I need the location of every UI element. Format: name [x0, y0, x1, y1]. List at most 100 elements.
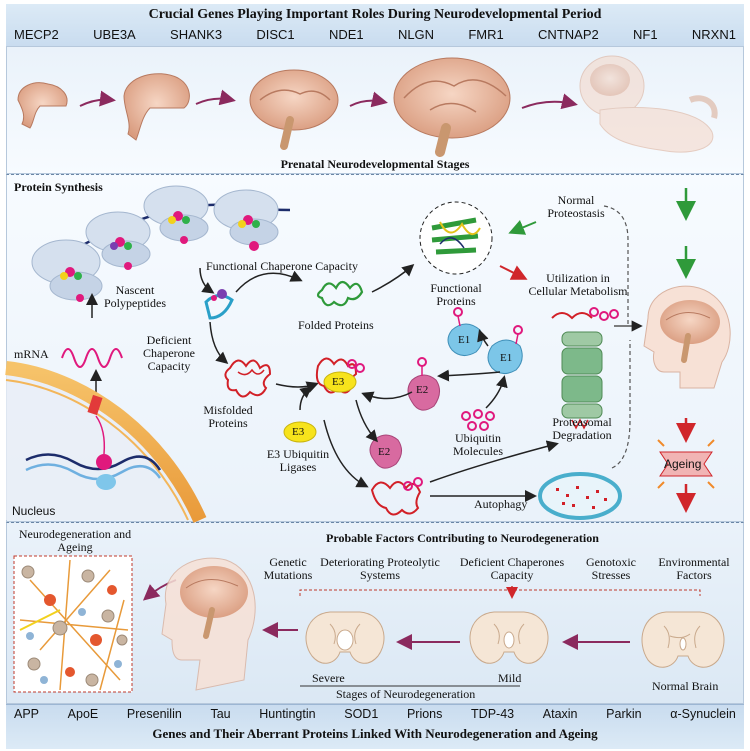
functional-proteins-label: Functional Proteins: [430, 281, 482, 308]
misfolded-protein: [224, 359, 272, 398]
factors-title: Probable Factors Contributing to Neurode…: [326, 531, 599, 545]
factor-item: Environmental Factors: [658, 555, 730, 582]
gene-label: SOD1: [344, 707, 379, 721]
gene-label: Prions: [406, 707, 443, 721]
head-icon: [643, 285, 731, 389]
e1-protein-top: [447, 307, 483, 356]
gene-label: APP: [14, 707, 40, 721]
arrow: [361, 391, 413, 403]
mrna-wave: [61, 348, 123, 368]
proteasomal-label: Proteasomal Degradation: [552, 415, 612, 442]
bottom-title: Genes and Their Aberrant Proteins Linked…: [152, 726, 598, 741]
folded-proteins-label: Folded Proteins: [298, 318, 374, 332]
functional-protein: [419, 201, 493, 275]
ubiquitin-label: Ubiquitin Molecules: [453, 431, 503, 458]
elderly-head: [161, 557, 256, 691]
arrow: [485, 375, 508, 409]
prenatal-caption: Prenatal Neurodevelopmental Stages: [280, 157, 470, 171]
brain-section-normal: [641, 611, 725, 668]
bottom-gene-list: APP ApoE Presenilin Tau Huntingtin SOD1 …: [6, 707, 744, 721]
e3-ligase: [283, 421, 317, 443]
arrow: [275, 381, 319, 393]
severe-label: Severe: [312, 671, 345, 685]
factor-item: Deficient Chaperones Capacity: [459, 555, 565, 582]
arrow: [355, 399, 378, 443]
e3-tag: E3: [332, 376, 345, 388]
e3-complex: [315, 357, 365, 394]
factor-item: Genotoxic Stresses: [586, 555, 636, 582]
normal-proteostasis-label: Normal Proteostasis: [547, 193, 605, 220]
top-title: Crucial Genes Playing Important Roles Du…: [148, 7, 602, 22]
e2-tag: E2: [416, 384, 429, 396]
e3-tag: E3: [292, 426, 305, 438]
prenatal-stage-1: [17, 82, 68, 129]
ubiquitin-molecules: [461, 409, 495, 431]
top-band: Crucial Genes Playing Important Roles Du…: [6, 4, 744, 47]
prenatal-stage-3: [249, 69, 339, 150]
gene-label: DISC1: [256, 27, 295, 42]
stage-arrow: [521, 93, 578, 110]
ribosome-3: [143, 185, 209, 244]
autophagy-label: Autophagy: [474, 497, 528, 511]
gene-label: NRXN1: [691, 27, 736, 42]
autophagosome: [538, 472, 622, 520]
gene-label: NF1: [633, 27, 658, 42]
stages-label: Stages of Neurodegeneration: [336, 687, 476, 701]
prenatal-stage-2: [123, 73, 190, 141]
neuron-network: [13, 555, 133, 693]
chaperone-complex: [204, 289, 234, 320]
factor-item: Deteriorating Proteolytic Systems: [320, 555, 440, 582]
gene-label: FMR1: [468, 27, 504, 42]
deficient-chaperone-label: Deficient Chaperone Capacity: [143, 333, 195, 373]
prenatal-stage-4: [393, 57, 511, 157]
e2-tag: E2: [378, 446, 391, 458]
protein-synthesis-title: Protein Synthesis: [14, 180, 103, 194]
gene-label: CNTNAP2: [538, 27, 599, 42]
dashed-connector: [603, 205, 629, 326]
ribosome-4: [213, 189, 279, 251]
normal-brain-label: Normal Brain: [652, 679, 719, 693]
folded-protein: [316, 280, 364, 307]
gene-label: Presenilin: [126, 707, 182, 721]
gene-label: TDP-43: [471, 707, 515, 721]
e2-protein: [407, 357, 440, 411]
brain-section-severe: [305, 611, 385, 664]
ageing-label: Ageing: [664, 457, 702, 471]
arrow: [323, 419, 369, 488]
gene-label: Huntingtin: [259, 707, 316, 721]
gene-label: SHANK3: [170, 27, 223, 42]
mild-label: Mild: [498, 671, 522, 685]
arrow: [508, 220, 537, 235]
neurodegeneration-ageing-label: Neurodegeneration and Ageing: [18, 527, 132, 554]
utilization-label: Utilization in Cellular Metabolism: [528, 271, 628, 298]
e1-protein-right: [487, 325, 523, 374]
protein-aggregate: [370, 477, 423, 516]
e2-protein-lower: [369, 434, 402, 469]
arrow: [371, 264, 415, 293]
gene-label: NLGN: [397, 27, 435, 42]
proteasome: [551, 307, 619, 430]
top-gene-list: MECP2 UBE3A SHANK3 DISC1 NDE1 NLGN FMR1 …: [6, 27, 744, 42]
factor-bracket: [299, 589, 701, 596]
nascent-label: Nascent Polypeptides: [104, 283, 166, 310]
gene-label: Ataxin: [542, 707, 578, 721]
arrow: [477, 329, 489, 347]
ribosome-1: [31, 239, 103, 302]
arrow: [299, 386, 313, 411]
gene-label: MECP2: [14, 27, 59, 42]
arrow: [437, 369, 501, 382]
arrow: [209, 321, 229, 364]
gene-label: NDE1: [328, 27, 364, 42]
dashed-connector: [611, 340, 631, 469]
gene-label: ApoE: [67, 707, 99, 721]
gene-label: Tau: [210, 707, 231, 721]
gene-label: UBE3A: [93, 27, 136, 42]
nucleus-label: Nucleus: [12, 504, 56, 518]
ribosome-2: [85, 211, 151, 270]
fetus-icon: [579, 55, 718, 153]
mrna-label: mRNA: [14, 347, 49, 361]
factor-item: Genetic Mutations: [263, 555, 313, 582]
stage-arrow: [195, 89, 236, 106]
